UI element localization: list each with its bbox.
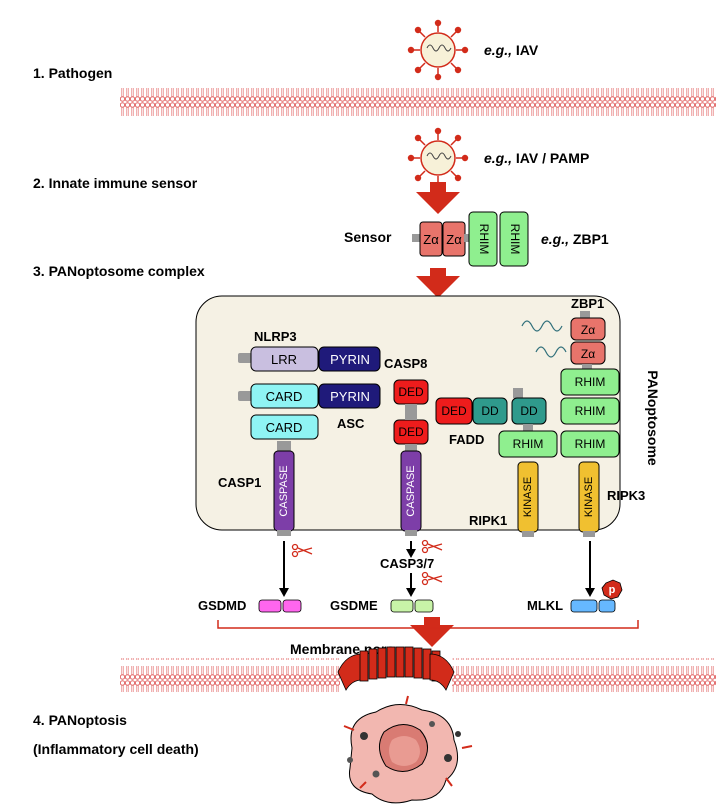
svg-text:Zα: Zα <box>423 232 439 247</box>
svg-text:Zα: Zα <box>581 347 595 361</box>
step1-label: 1. Pathogen <box>33 65 112 81</box>
gsdmd-label: GSDMD <box>198 598 246 613</box>
lower-membrane-left <box>120 658 340 692</box>
svg-text:DED: DED <box>441 404 467 418</box>
svg-text:RHIM: RHIM <box>575 404 606 418</box>
casp1-label: CASP1 <box>218 475 261 490</box>
svg-text:RHIM: RHIM <box>508 224 522 255</box>
ripk1-rhim-domain <box>498 430 558 458</box>
svg-text:PYRIN: PYRIN <box>330 352 370 367</box>
svg-text:DED: DED <box>398 385 424 399</box>
nlrp3-lrr-domain <box>250 346 319 372</box>
svg-text:RHIM: RHIM <box>513 437 544 451</box>
ripk3-rhim-domain-2 <box>560 430 620 458</box>
zbp1-label: ZBP1 <box>571 296 604 311</box>
upper-membrane <box>120 84 716 118</box>
svg-text:Zα: Zα <box>581 323 595 337</box>
svg-text:CARD: CARD <box>266 420 303 435</box>
svg-text:DED: DED <box>398 425 424 439</box>
asc-card-domain <box>250 383 319 409</box>
gsdmd-protein <box>258 599 282 613</box>
casp8-label: CASP8 <box>384 356 427 371</box>
arrow-to-pore <box>410 617 454 647</box>
mlkl-protein <box>570 599 598 613</box>
phospho-badge <box>601 579 623 600</box>
cleavage-scissors-icon <box>421 539 443 554</box>
svg-text:PYRIN: PYRIN <box>330 389 370 404</box>
svg-text:CASPASE: CASPASE <box>278 465 290 516</box>
step4-label: 4. PANoptosis <box>33 712 127 728</box>
ripk3-label: RIPK3 <box>607 488 645 503</box>
pathogen-example: e.g., IAV <box>484 42 539 58</box>
svg-text:KINASE: KINASE <box>583 477 595 517</box>
zbp1-za-domain-1 <box>570 317 606 341</box>
sensor-za-domain-1 <box>419 221 443 257</box>
casp1-card-domain <box>250 414 319 440</box>
casp37-label: CASP3/7 <box>380 556 434 571</box>
svg-text:CARD: CARD <box>266 389 303 404</box>
lower-membrane-right <box>452 658 716 692</box>
svg-text:p: p <box>609 584 616 596</box>
svg-text:RHIM: RHIM <box>477 224 491 255</box>
nucleic-acid-icon <box>521 320 563 332</box>
fadd-ded-domain <box>435 397 473 425</box>
cleavage-scissors-icon <box>291 543 313 558</box>
arrow-to-complex <box>416 268 460 298</box>
step4-sublabel: (Inflammatory cell death) <box>33 741 199 757</box>
zbp1-rhim-domain <box>560 368 620 396</box>
virus-pamp-icon <box>407 127 469 189</box>
virus-icon <box>407 19 469 81</box>
membrane-pore-icon <box>337 646 455 691</box>
svg-text:CASPASE: CASPASE <box>405 465 417 516</box>
mlkl-label: MLKL <box>527 598 563 613</box>
nlrp3-label: NLRP3 <box>254 329 297 344</box>
sensor-label: Sensor <box>344 229 392 245</box>
svg-text:DD: DD <box>481 404 499 418</box>
svg-text:DD: DD <box>520 404 538 418</box>
fadd-label: FADD <box>449 432 484 447</box>
nlrp3-pyrin-domain <box>318 346 381 372</box>
convergence-bracket <box>217 620 639 629</box>
pathogen-pamp-example: e.g., IAV / PAMP <box>484 150 589 166</box>
step2-label: 2. Innate immune sensor <box>33 175 198 191</box>
ripk3-rhim-domain-1 <box>560 397 620 425</box>
dying-cell-icon <box>343 695 473 804</box>
panoptosome-side-label: PANoptosome <box>645 370 661 466</box>
sensor-rhim-domain-2 <box>499 211 529 267</box>
step3-label: 3. PANoptosome complex <box>33 263 205 279</box>
fadd-dd-domain <box>472 397 508 425</box>
asc-label: ASC <box>337 416 365 431</box>
sensor-rhim-domain-1 <box>468 211 498 267</box>
svg-text:RHIM: RHIM <box>575 437 606 451</box>
ripk1-label: RIPK1 <box>469 513 507 528</box>
svg-text:LRR: LRR <box>271 352 297 367</box>
gsdme-label: GSDME <box>330 598 378 613</box>
svg-text:RHIM: RHIM <box>575 375 606 389</box>
arrow-to-sensor <box>416 182 460 214</box>
cleavage-scissors-icon <box>421 571 443 586</box>
sensor-example: e.g., ZBP1 <box>541 231 609 247</box>
svg-text:Zα: Zα <box>446 232 462 247</box>
svg-text:KINASE: KINASE <box>522 477 534 517</box>
gsdme-protein <box>390 599 414 613</box>
asc-pyrin-domain <box>318 383 381 409</box>
